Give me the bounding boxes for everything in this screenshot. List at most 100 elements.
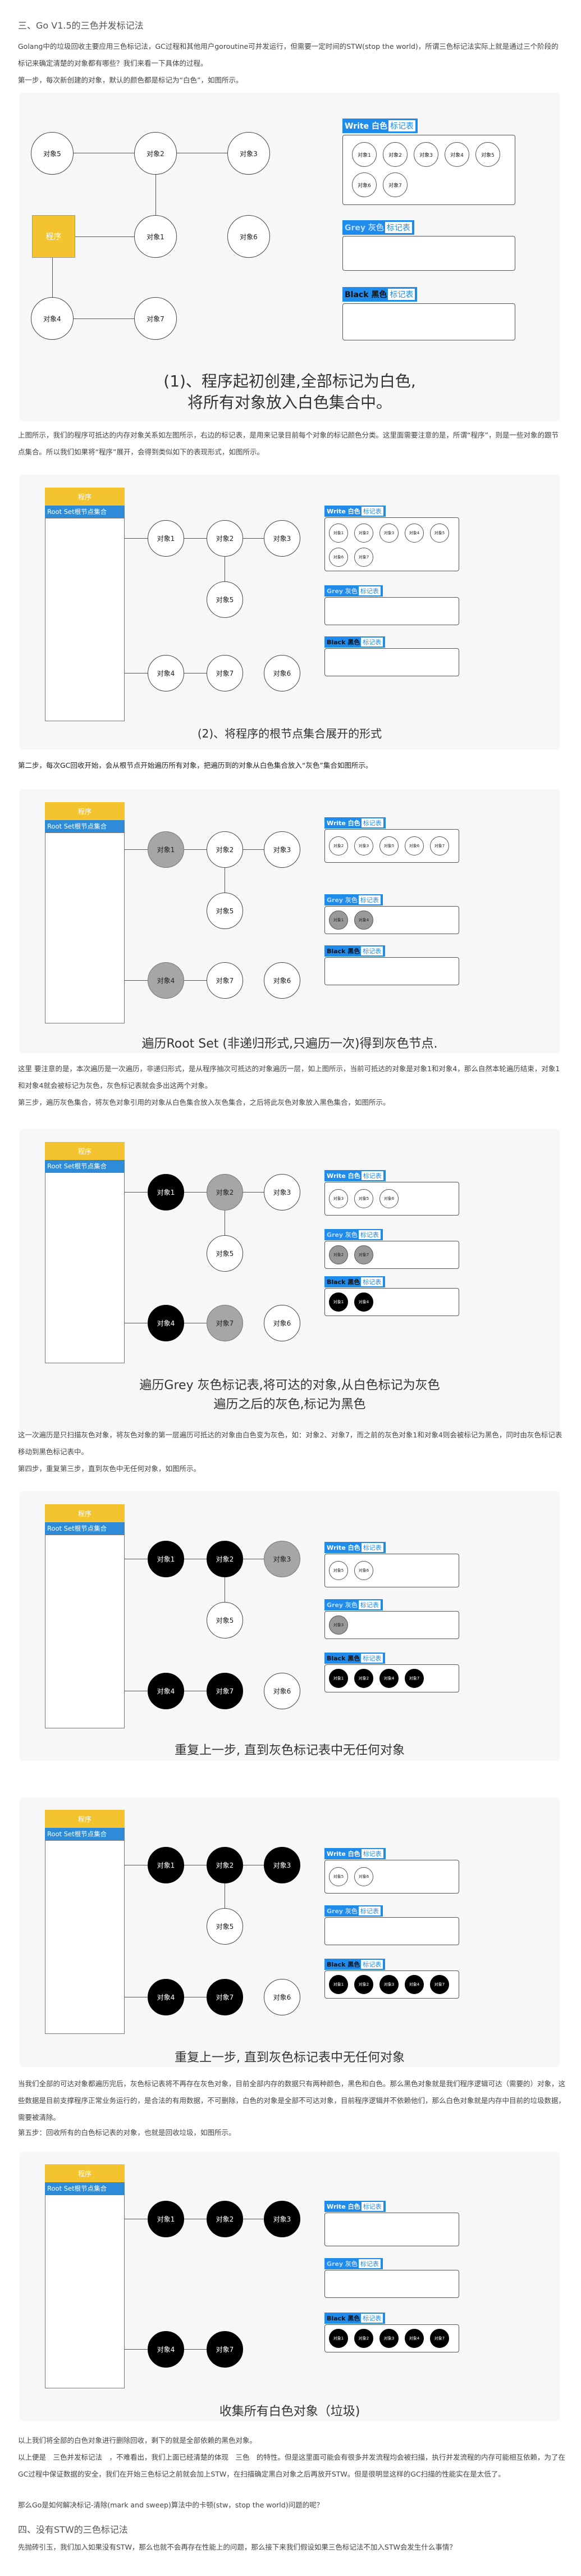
node-object1: 对象1 <box>148 1847 184 1883</box>
white-item: 对象3 <box>329 1189 348 1208</box>
black-set-box <box>324 957 459 985</box>
grey-set-box <box>324 597 459 625</box>
grey-item: 对象2 <box>329 1245 348 1264</box>
white-item: 对象4 <box>445 142 469 167</box>
grey-set-box <box>342 236 515 271</box>
node-object1: 对象1 <box>148 520 184 557</box>
white-tag: Write 白色标记表 <box>342 119 418 133</box>
node-object5: 对象5 <box>207 581 243 618</box>
black-item: 对象4 <box>405 1975 424 1994</box>
step2-paragraph: 第二步，每次GC回收开始，会从根节点开始遍历所有对象，把遍历到的对象从白色集合放… <box>18 761 373 770</box>
root-set-label: Root Set根节点集合 <box>45 506 125 518</box>
black-item: 对象7 <box>430 2329 449 2348</box>
figure-6-caption: 重复上一步, 直到灰色标记表中无任何对象 <box>175 2051 405 2065</box>
node-object7: 对象7 <box>207 1979 243 2015</box>
program-header: 程序 <box>45 2164 125 2182</box>
white-item: 对象2 <box>354 524 373 543</box>
white-item: 对象7 <box>354 548 373 567</box>
grey-set-box <box>324 2270 459 2298</box>
black-item: 对象4 <box>379 1669 399 1688</box>
white-item: 对象3 <box>414 142 438 167</box>
paragraph-5: 当我们全部的可达对象都遍历完后，灰色标记表将不再存在灰色对象，目前全部内存的数据… <box>18 2079 566 2122</box>
white-item: 对象6 <box>352 172 377 197</box>
node-object6: 对象6 <box>264 1673 300 1709</box>
node-object4: 对象4 <box>148 962 184 999</box>
grey-tag: Grey 灰色标记表 <box>324 1599 383 1610</box>
root-set-table <box>45 2195 125 2388</box>
program-header: 程序 <box>45 1810 125 1828</box>
white-tag: Write 白色标记表 <box>324 817 386 829</box>
program-header: 程序 <box>45 488 125 506</box>
node-object5: 对象5 <box>207 1235 243 1272</box>
node-object3: 对象3 <box>264 2201 300 2237</box>
node-object3: 对象3 <box>264 1174 300 1210</box>
node-object7: 对象7 <box>207 655 243 691</box>
grey-tag: Grey 灰色标记表 <box>324 1905 383 1917</box>
grey-tag: Grey 灰色标记表 <box>324 1229 383 1240</box>
black-item: 对象7 <box>405 1669 424 1688</box>
black-tag: Black 黑色标记表 <box>324 1959 386 1970</box>
black-item: 对象1 <box>329 2329 348 2348</box>
grey-tag: Grey 灰色标记表 <box>324 894 383 905</box>
white-item: 对象6 <box>329 548 348 567</box>
paragraph-7: 以上便是 三色并发标记法 ，不难看出，我们上面已经清楚的体现 三色 的特性。但是… <box>18 2453 566 2478</box>
node-object1: 对象1 <box>148 831 184 868</box>
black-item: 对象2 <box>354 2329 373 2348</box>
program-header: 程序 <box>45 1142 125 1160</box>
node-object4: 对象4 <box>31 297 74 340</box>
root-set-table <box>45 832 125 1023</box>
node-object7: 对象7 <box>207 1305 243 1341</box>
black-set-box <box>324 648 459 676</box>
node-object2: 对象2 <box>134 132 177 175</box>
node-object3: 对象3 <box>264 831 300 868</box>
node-object2: 对象2 <box>207 1541 243 1577</box>
black-item: 对象4 <box>354 1292 373 1312</box>
black-item: 对象7 <box>430 1975 449 1994</box>
figure-1-caption: (1)、程序起初创建,全部标记为白色, 将所有对象放入白色集合中。 <box>163 372 416 412</box>
figure-3-caption: 遍历Root Set (非递归形式,只遍历一次)得到灰色节点. <box>141 1037 438 1051</box>
root-set-label: Root Set根节点集合 <box>45 1522 125 1535</box>
node-object2: 对象2 <box>207 1174 243 1210</box>
white-item: 对象3 <box>379 524 399 543</box>
node-object6: 对象6 <box>264 962 300 999</box>
grey-set-box <box>324 1917 459 1945</box>
root-set-label: Root Set根节点集合 <box>45 2182 125 2195</box>
root-set-label: Root Set根节点集合 <box>45 820 125 832</box>
grey-item: 对象7 <box>354 1245 373 1264</box>
program-box: 程序 <box>32 215 75 258</box>
step4-paragraph: 第四步，重复第三步，直到灰色中无任何对象，如图所示。 <box>18 1464 201 1473</box>
node-object4: 对象4 <box>148 1979 184 2015</box>
white-item: 对象6 <box>354 1561 373 1580</box>
node-object1: 对象1 <box>134 215 177 258</box>
paragraph-6: 以上我们将全部的白色对象进行删除回收，剩下的就是全部依赖的黑色对象。 <box>18 2436 257 2445</box>
node-object5: 对象5 <box>207 1908 243 1945</box>
section-title: 三、Go V1.5的三色并发标记法 <box>18 20 144 31</box>
node-object5: 对象5 <box>31 132 74 175</box>
node-object2: 对象2 <box>207 2201 243 2237</box>
white-tag: Write 白色标记表 <box>324 1542 386 1553</box>
grey-set-box <box>324 1241 459 1269</box>
white-item: 对象2 <box>329 836 348 855</box>
black-item: 对象2 <box>354 1975 373 1994</box>
paragraph-2: 上图所示，我们的程序可抵达的内存对象关系如左图所示，右边的标记表，是用来记录目前… <box>18 431 559 456</box>
grey-set-box <box>324 1611 459 1639</box>
white-item: 对象1 <box>329 524 348 543</box>
root-set-table <box>45 1535 125 1728</box>
node-object1: 对象1 <box>148 1541 184 1577</box>
grey-tag: Grey 灰色标记表 <box>342 220 414 235</box>
node-object7: 对象7 <box>207 962 243 999</box>
node-object7: 对象7 <box>207 2331 243 2368</box>
white-item: 对象3 <box>354 836 373 855</box>
black-item: 对象3 <box>379 1975 399 1994</box>
node-object3: 对象3 <box>264 1847 300 1883</box>
white-tag: Write 白色标记表 <box>324 1848 386 1859</box>
node-object6: 对象6 <box>264 1305 300 1341</box>
white-item: 对象4 <box>405 524 424 543</box>
grey-item: 对象3 <box>329 1615 348 1635</box>
step3-paragraph: 第三步，遍历灰色集合，将灰色对象引用的对象从白色集合放入灰色集合，之后将此灰色对… <box>18 1098 390 1107</box>
black-item: 对象4 <box>405 2329 424 2348</box>
grey-item: 对象1 <box>329 911 348 930</box>
white-item: 对象6 <box>405 836 424 855</box>
node-object3: 对象3 <box>264 1541 300 1577</box>
white-item: 对象7 <box>383 172 408 197</box>
